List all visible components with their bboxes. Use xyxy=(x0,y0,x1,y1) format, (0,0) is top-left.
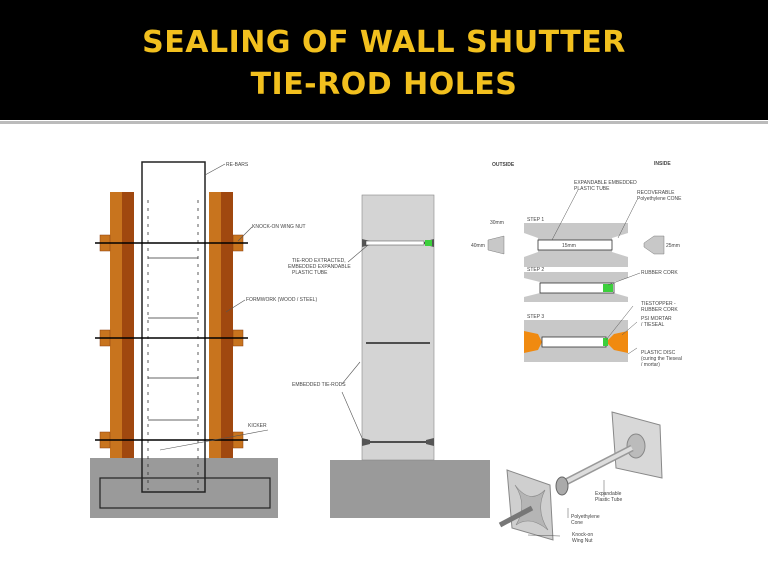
label-iso-nut-2: Wing Nut xyxy=(572,538,593,544)
label-wing-nut: KNOCK-ON WING NUT xyxy=(252,224,306,230)
formwork-left xyxy=(110,192,122,458)
label-disc-2: (curing the Tieseal xyxy=(641,356,682,362)
mortar-inside xyxy=(606,331,628,353)
label-disc-1: PLASTIC DISC xyxy=(641,350,676,356)
slide-title: SEALING OF WALL SHUTTER TIE-ROD HOLES xyxy=(0,22,768,106)
rubber-cork xyxy=(603,284,613,292)
dim-tube: 15mm xyxy=(562,243,576,249)
formwork-right xyxy=(209,192,221,458)
polyethylene-cone xyxy=(555,476,569,496)
label-exp-tube-1: EXPANDABLE EMBEDDED xyxy=(574,180,637,186)
wall xyxy=(361,194,435,461)
label-exp-tube-2: PLASTIC TUBE xyxy=(574,186,610,192)
title-divider xyxy=(0,121,768,124)
tie-rods xyxy=(95,242,248,441)
label-cone-1: RECOVERABLE xyxy=(637,190,675,196)
label-extracted-2: EMBEDDED EXPANDABLE xyxy=(288,264,351,270)
steps-diagram: OUTSIDE INSIDE STEP 1 15mm 30mm 40mm 25m… xyxy=(471,161,682,368)
label-kicker: KICKER xyxy=(248,423,267,429)
step3-label: STEP 3 xyxy=(527,314,544,320)
tie-rod-assembly-illustration: Expandable Plastic Tube Polyethylene Con… xyxy=(498,411,663,544)
label-extracted-1: TIE-ROD EXTRACTED, xyxy=(292,258,346,264)
label-formwork: FORMWORK (WOOD / STEEL) xyxy=(246,297,317,303)
label-cone-2: Polyethylene CONE xyxy=(637,196,682,202)
label-mortar-1: PSI MORTAR xyxy=(641,316,672,322)
rebar-cage xyxy=(141,161,206,493)
step2-label: STEP 2 xyxy=(527,267,544,273)
foundation xyxy=(90,458,278,518)
dim-top: 30mm xyxy=(490,220,504,226)
label-iso-tube-1: Expandable xyxy=(595,491,622,497)
label-tiestopper-2: RUBBER CORK xyxy=(641,307,678,313)
label-disc-3: / mortar) xyxy=(641,362,660,368)
title-line-2: TIE-ROD HOLES xyxy=(250,67,518,102)
label-iso-cone-1: Polyethylene xyxy=(571,514,600,520)
label-iso-cone-2: Cone xyxy=(571,520,583,526)
label-iso-tube-2: Plastic Tube xyxy=(595,497,622,503)
mortar-outside xyxy=(524,331,542,353)
wall-foundation xyxy=(330,460,490,518)
label-iso-nut-1: Knock-on xyxy=(572,532,593,538)
label-tiestopper-1: TIESTOPPER - xyxy=(641,301,676,307)
wall-diagram: TIE-ROD EXTRACTED, EMBEDDED EXPANDABLE P… xyxy=(288,194,490,518)
label-embedded-rods: EMBEDDED TIE-RODS xyxy=(292,382,346,388)
cone-inside xyxy=(643,235,665,255)
dim-right: 25mm xyxy=(666,243,680,249)
title-bar xyxy=(0,0,768,120)
label-mortar-2: / TIESEAL xyxy=(641,322,664,328)
cone-outside xyxy=(487,235,505,255)
step1-label: STEP 1 xyxy=(527,217,544,223)
foundation-rebar xyxy=(99,477,271,509)
formwork-diagram: RE-BARS KNOCK-ON WING NUT FORMWORK (WOOD… xyxy=(90,161,317,518)
label-rebars: RE-BARS xyxy=(226,162,249,168)
label-extracted-3: PLASTIC TUBE xyxy=(292,270,328,276)
dim-side: 40mm xyxy=(471,243,485,249)
title-line-1: SEALING OF WALL SHUTTER xyxy=(142,25,626,60)
label-inside: INSIDE xyxy=(654,161,671,167)
label-outside: OUTSIDE xyxy=(492,162,515,168)
label-rubber-cork: RUBBER CORK xyxy=(641,270,678,276)
